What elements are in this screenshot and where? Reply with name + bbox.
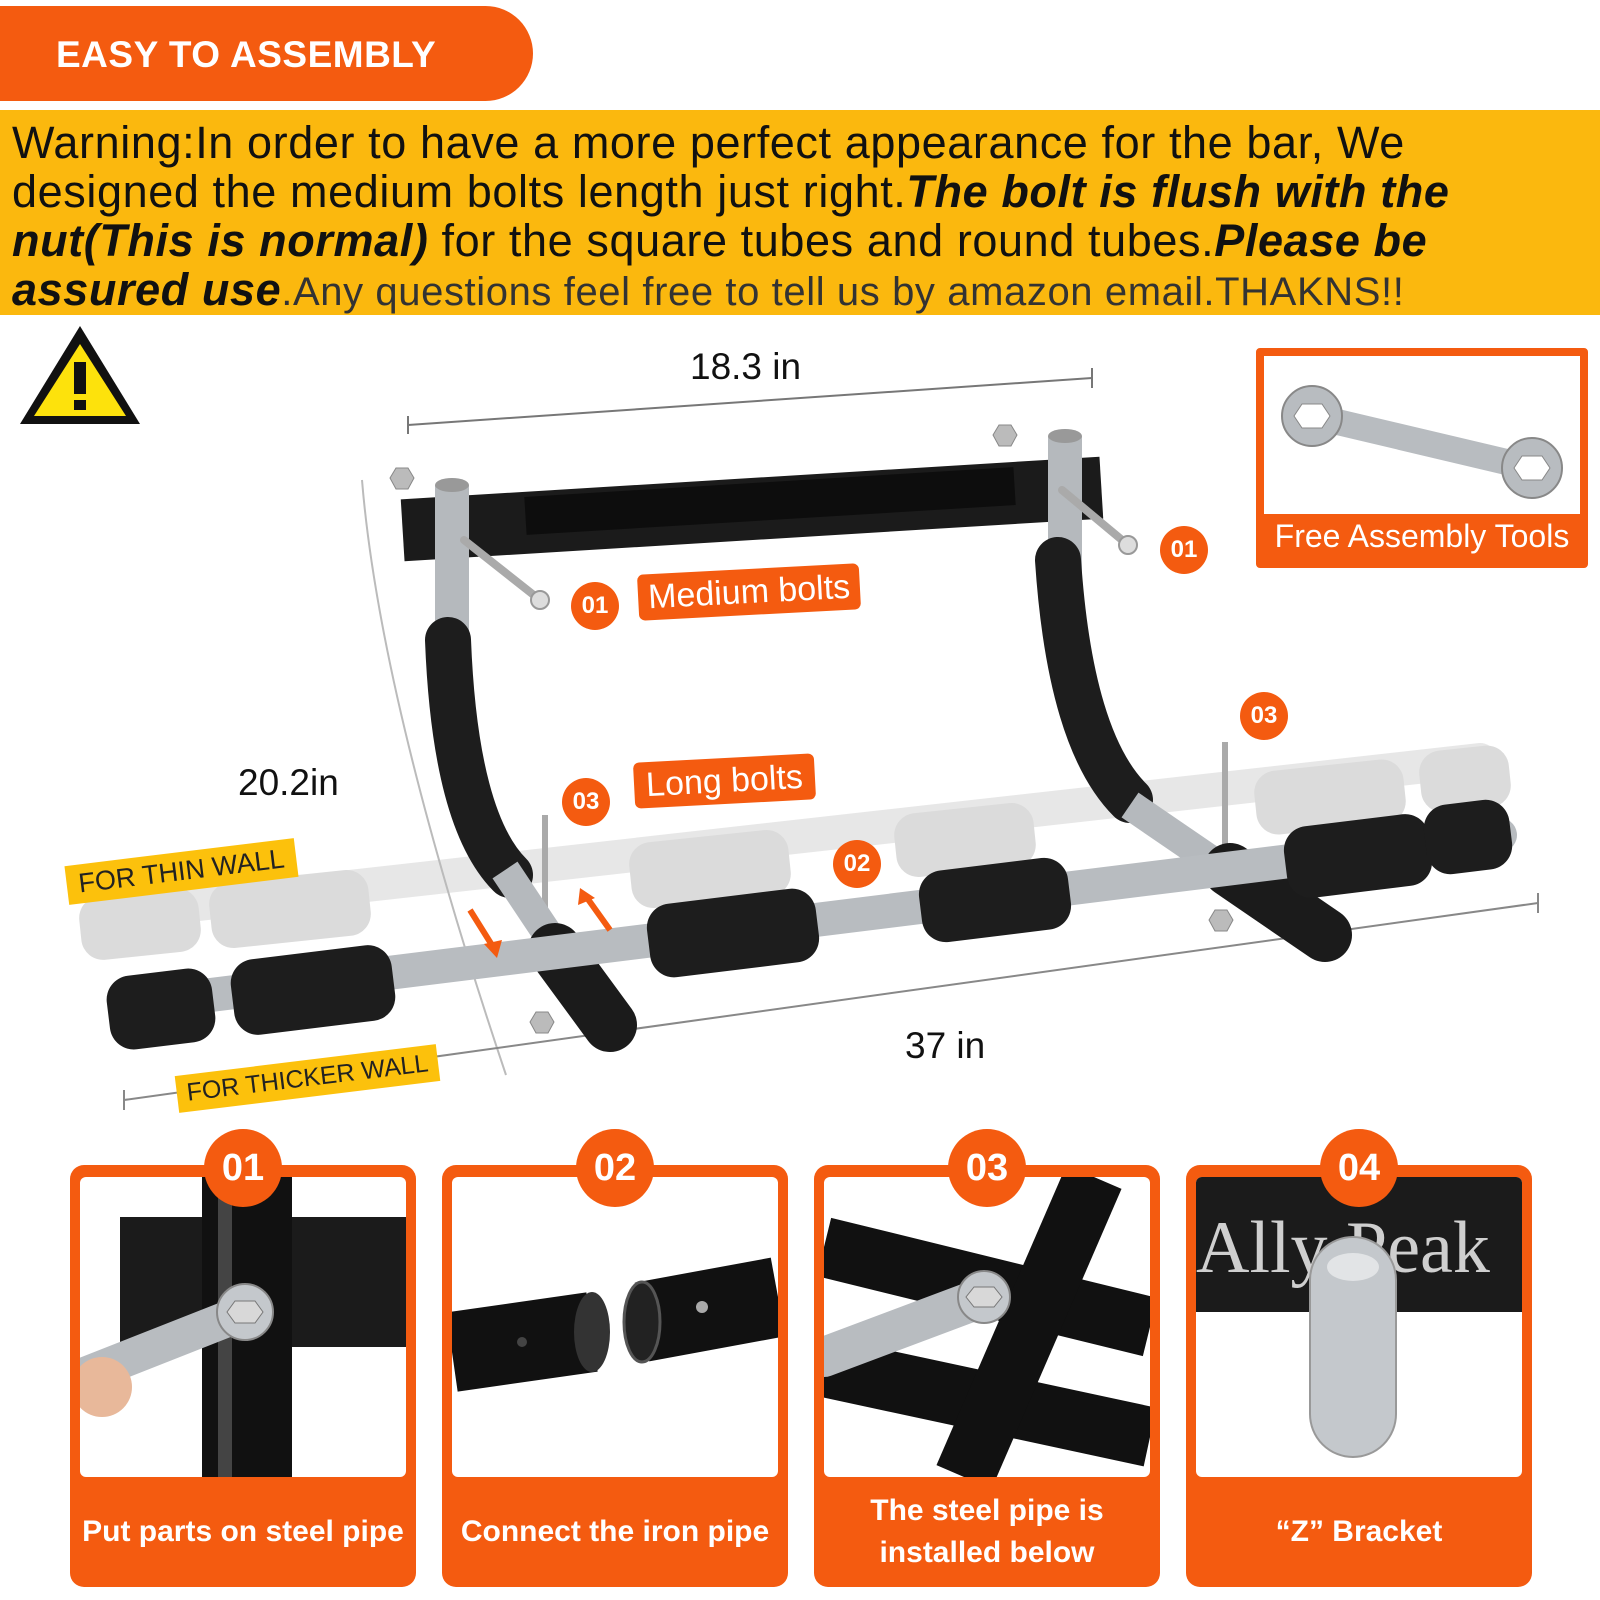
step-3-caption: The steel pipe is installed below <box>870 1494 1104 1569</box>
warning-part4: Please be assured use <box>12 215 1428 315</box>
tools-box: Free Assembly Tools <box>1256 348 1588 568</box>
dim-height: 20.2in <box>238 762 339 803</box>
callout-num-01-b: 01 <box>1160 526 1208 574</box>
step-card-1: 01 Put parts on steel pipe <box>70 1129 416 1587</box>
step-1-caption: Put parts on steel pipe <box>82 1515 404 1548</box>
warning-part3: for the square tubes and round tubes. <box>428 215 1215 266</box>
callout-num-01-a: 01 <box>571 582 619 630</box>
step-3-number: 03 <box>948 1129 1026 1207</box>
ghost-bar <box>79 743 1511 960</box>
step-4-photo: Ally Peak <box>1196 1177 1522 1477</box>
callout-long-bolts: Long bolts <box>632 753 816 809</box>
tools-label: Free Assembly Tools <box>1264 514 1580 560</box>
header-banner: EASY TO ASSEMBLY <box>0 6 533 101</box>
step-4-caption: “Z” Bracket <box>1275 1515 1443 1548</box>
step-3-photo <box>824 1177 1150 1477</box>
wrench-icon <box>1281 385 1563 499</box>
step-4-number: 04 <box>1320 1129 1398 1207</box>
foam-grips <box>106 799 1513 1050</box>
callout-num-03-a: 03 <box>562 778 610 826</box>
step-card-2: 02 Connect the iron pipe <box>442 1129 788 1587</box>
callout-num-03-b: 03 <box>1240 692 1288 740</box>
banner-title: EASY TO ASSEMBLY <box>56 34 437 75</box>
warning-part2: The bolt is flush with the nut(This is n… <box>12 166 1450 266</box>
callout-num-02: 02 <box>833 840 881 888</box>
step-2-photo <box>452 1177 778 1477</box>
step-1-photo <box>80 1177 406 1477</box>
warning-part5: .Any questions feel free to tell us by a… <box>281 270 1405 314</box>
step-2-caption: Connect the iron pipe <box>460 1515 770 1548</box>
warning-text: Warning:In order to have a more perfect … <box>12 118 1600 317</box>
step-card-3: 03 The steel pipe is installed below <box>814 1129 1160 1587</box>
step-1-number: 01 <box>204 1129 282 1207</box>
warning-part1: Warning:In order to have a more perfect … <box>12 117 1405 217</box>
warning-triangle-icon <box>20 326 140 424</box>
pull-up-bar-diagram <box>20 326 1539 1110</box>
step-2-number: 02 <box>576 1129 654 1207</box>
step-card-4: Ally Peak 04 “Z” Bracket <box>1186 1129 1532 1587</box>
dim-top-width: 18.3 in <box>690 346 802 387</box>
warning-box <box>0 110 1600 315</box>
top-square-bar <box>400 456 1104 562</box>
dim-length: 37 in <box>905 1025 986 1066</box>
